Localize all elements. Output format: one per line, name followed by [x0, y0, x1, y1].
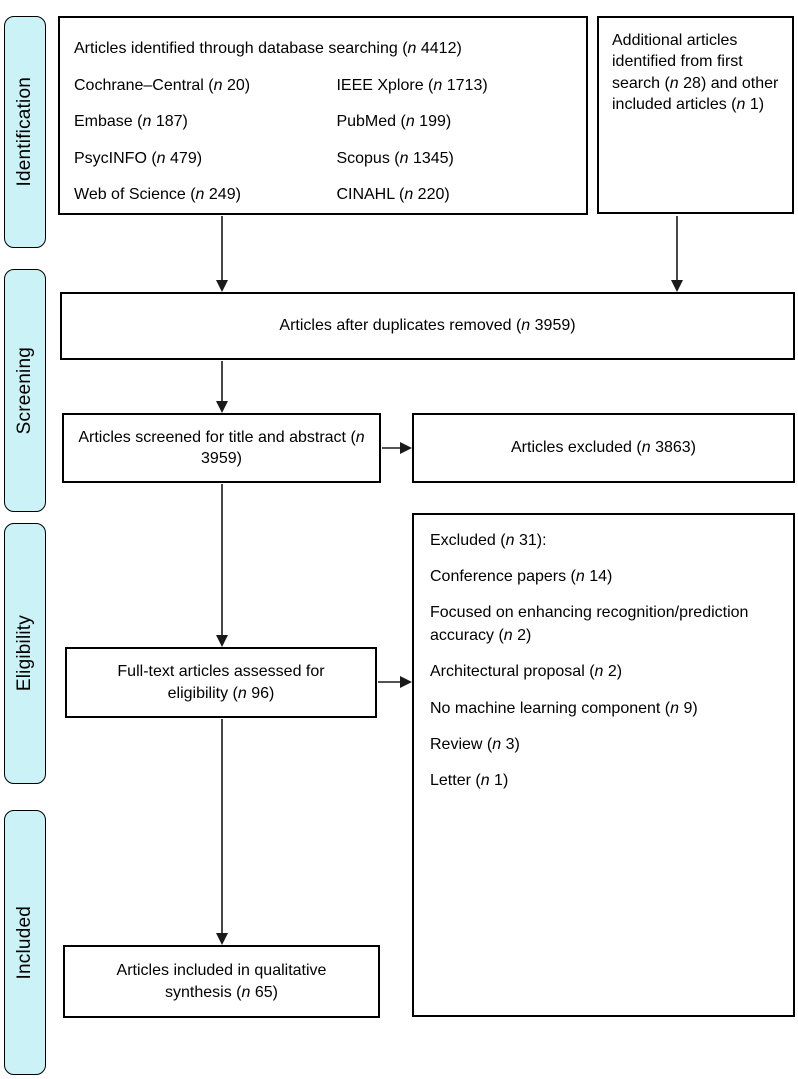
source-psycinfo: PsycINFO (n 479) [74, 149, 203, 167]
source-row: PsycINFO (n 479) Scopus (n 1345) [74, 141, 580, 178]
stage-screening-label: Screening [14, 346, 35, 435]
box-exclusion-reasons: Excluded (n 31): Conference papers (n 14… [412, 513, 795, 1017]
box-fulltext-assessed-text: Full-text articles assessed for eligibil… [117, 663, 325, 702]
stage-included: Included [4, 810, 46, 1075]
box-additional-articles-text: Additional articles identified from firs… [612, 32, 779, 114]
box-database-searching-title: Articles identified through database sea… [74, 40, 462, 57]
source-scopus: Scopus (n 1345) [336, 149, 454, 167]
stage-screening: Screening [4, 269, 46, 512]
source-embase: Embase (n 187) [74, 113, 188, 130]
box-articles-excluded-text: Articles excluded (n 3863) [511, 439, 696, 457]
source-row: Web of Science (n 249) CINAHL (n 220) [74, 177, 580, 214]
stage-identification: Identification [4, 16, 46, 248]
arrow-database-to-duplicates [216, 216, 228, 292]
box-duplicates-removed-text: Articles after duplicates removed (n 395… [279, 317, 576, 335]
source-row: Embase (n 187) PubMed (n 199) [74, 104, 580, 141]
source-cochrane: Cochrane–Central (n 20) [74, 76, 251, 94]
box-screened-text: Articles screened for title and abstract… [78, 428, 365, 467]
box-included-synthesis: Articles included in qualitative synthes… [63, 945, 380, 1018]
stage-identification-label: Identification [14, 77, 35, 187]
source-pubmed: PubMed (n 199) [336, 113, 452, 130]
source-cinahl: CINAHL (n 220) [336, 186, 450, 203]
reason-no-ml-component: No machine learning component (n 9) [430, 699, 698, 717]
box-screened: Articles screened for title and abstract… [62, 413, 381, 483]
reason-letter: Letter (n 1) [430, 772, 509, 790]
stage-included-label: Included [14, 905, 35, 980]
arrow-fulltext-to-reasons [378, 676, 412, 688]
box-additional-articles: Additional articles identified from firs… [597, 16, 794, 214]
source-web-of-science: Web of Science (n 249) [74, 186, 241, 203]
arrow-additional-to-duplicates [671, 216, 683, 292]
reason-review: Review (n 3) [430, 735, 520, 753]
arrow-fulltext-to-included [216, 719, 228, 945]
box-included-synthesis-text: Articles included in qualitative synthes… [116, 962, 327, 1001]
box-duplicates-removed: Articles after duplicates removed (n 395… [60, 292, 795, 360]
source-ieee: IEEE Xplore (n 1713) [336, 76, 488, 94]
arrow-screened-to-fulltext [216, 484, 228, 647]
arrow-screened-to-excluded [382, 442, 412, 454]
box-articles-excluded: Articles excluded (n 3863) [412, 413, 795, 483]
reason-architectural-proposal: Architectural proposal (n 2) [430, 663, 623, 681]
stage-eligibility: Eligibility [4, 523, 46, 784]
source-row: Cochrane–Central (n 20) IEEE Xplore (n 1… [74, 68, 580, 105]
box-fulltext-assessed: Full-text articles assessed for eligibil… [65, 647, 377, 718]
reason-recognition-accuracy: Focused on enhancing recognition/predict… [430, 604, 749, 645]
box-database-searching: Articles identified through database sea… [58, 16, 588, 215]
stage-eligibility-label: Eligibility [14, 615, 35, 692]
exclusion-reasons-title: Excluded (n 31): [430, 532, 547, 549]
reason-conference-papers: Conference papers (n 14) [430, 568, 613, 586]
arrow-duplicates-to-screened [216, 361, 228, 413]
